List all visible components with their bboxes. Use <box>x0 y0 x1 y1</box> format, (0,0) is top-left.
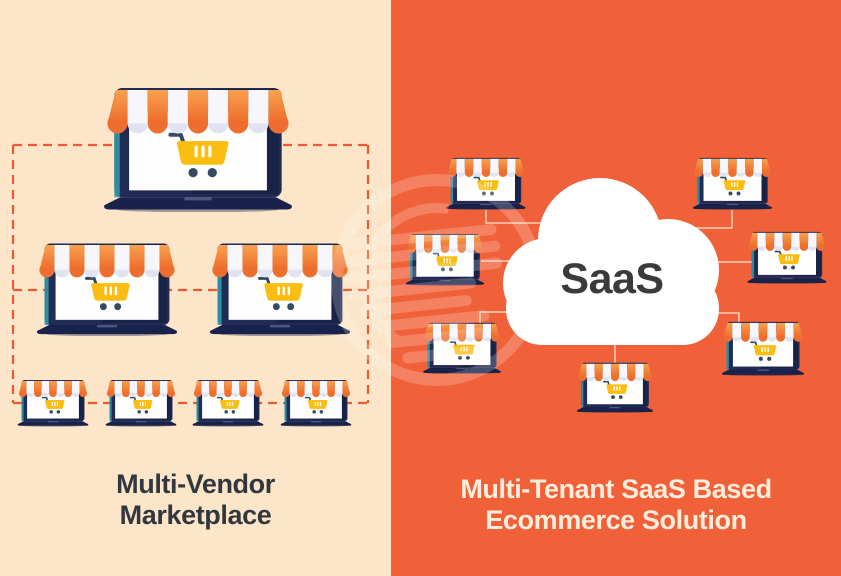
tenant-storefront-laptop-icon <box>719 321 807 376</box>
large-marketplace-laptop-icon <box>98 86 298 212</box>
tenant-storefront-laptop-icon <box>745 231 829 284</box>
storefront-laptop-icon <box>16 377 90 429</box>
storefront-laptop-icon <box>32 242 182 336</box>
left-panel-title: Multi-Vendor Marketplace <box>0 469 391 531</box>
storefront-laptop-icon <box>205 242 355 336</box>
storefront-laptop-icon <box>279 377 353 429</box>
storefront-laptop-icon <box>191 377 265 429</box>
left-title-line2: Marketplace <box>119 500 272 530</box>
left-title-line1: Multi-Vendor <box>116 469 275 499</box>
tenant-storefront-laptop-icon <box>421 322 503 374</box>
tenant-storefront-laptop-icon <box>444 157 528 210</box>
tenant-storefront-laptop-icon <box>572 362 658 413</box>
tenant-storefront-laptop-icon <box>404 233 486 286</box>
right-panel-title: Multi-Tenant SaaS Based Ecommerce Soluti… <box>391 474 841 536</box>
right-title-line1: Multi-Tenant SaaS Based <box>460 474 772 504</box>
tenant-storefront-laptop-icon <box>689 157 776 210</box>
saas-cloud-label: SaaS <box>560 255 664 303</box>
right-title-line2: Ecommerce Solution <box>485 505 747 535</box>
storefront-laptop-icon <box>104 377 178 429</box>
